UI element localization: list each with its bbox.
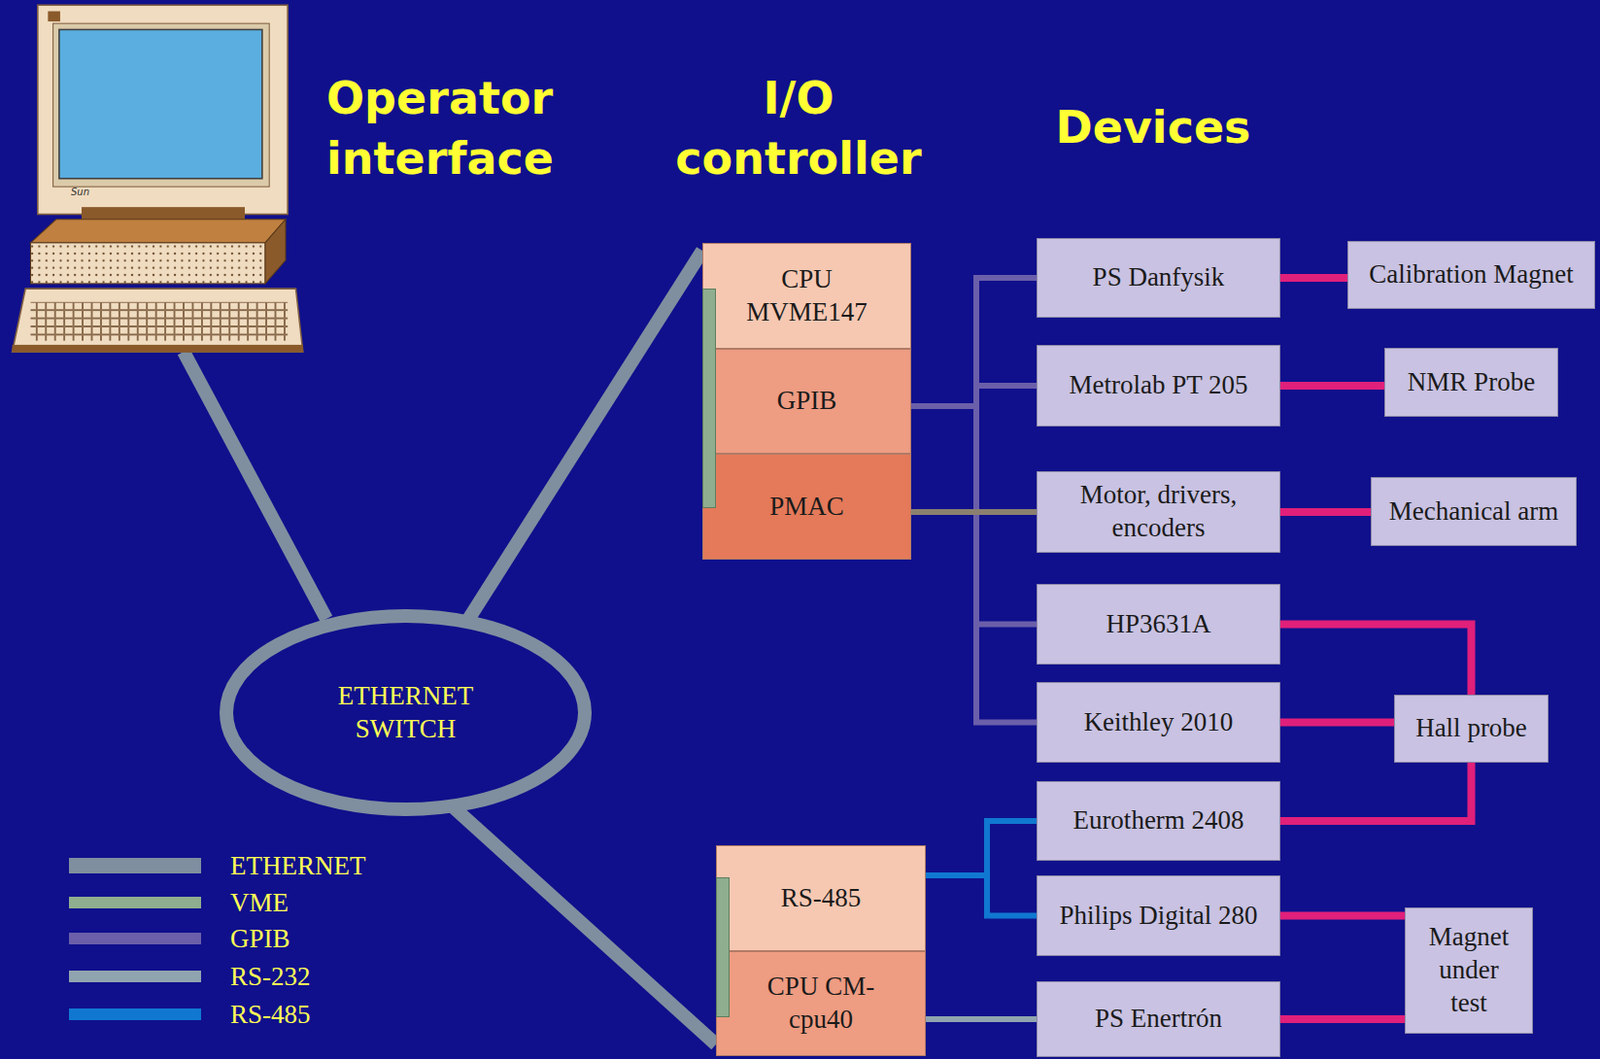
legend-text: RS-485 [230,999,311,1030]
ethernet-link [467,250,703,622]
node-text: Magnet under test [1423,920,1516,1020]
device-box: Keithley 2010 [1036,681,1281,763]
vme-bus-bar [702,288,716,509]
ethernet-link [451,806,716,1045]
node-text: PMAC [769,490,845,524]
target-box: Calibration Magnet [1347,240,1596,309]
section-heading: I/O controller [652,68,945,189]
vme-bus-bar [715,877,730,1018]
node-text: NMR Probe [1407,366,1535,400]
node-text: CPU CM-cpu40 [752,970,889,1037]
device-box: Metrolab PT 205 [1036,344,1281,427]
legend-row: RS-485 [68,996,311,1032]
legend-swatch [68,857,202,874]
physical-link [1280,762,1472,821]
legend-swatch [68,932,202,945]
physical-link [1280,718,1395,727]
legend-row: ETHERNET [68,848,366,884]
workstation-icon [12,4,304,352]
legend-text: RS-232 [230,961,311,992]
node-text: ETHERNET SWITCH [323,680,489,747]
node-text: Keithley 2010 [1084,706,1234,740]
brand-logo: Sun [70,186,110,198]
device-box: Motor, drivers, encoders [1036,471,1281,553]
node-text: CPU MVME147 [734,263,881,330]
motion-link [911,509,1037,515]
node-text: PS Danfysik [1092,261,1226,295]
node-text: Motor, drivers, encoders [1058,478,1259,545]
ethernet-cable [183,351,327,619]
node-text: GPIB [777,384,838,418]
physical-link [1280,508,1371,516]
physical-link [1280,912,1405,920]
node-text: HP3631A [1105,608,1211,642]
physical-link [1280,1015,1405,1023]
device-box: Eurotherm 2408 [1036,781,1281,861]
node-text: RS-485 [781,882,862,916]
cpu-module: CPU MVME147 [702,242,912,349]
ethernet-switch: ETHERNET SWITCH [219,609,592,817]
legend-row: GPIB [68,920,291,956]
pmac-module: PMAC [702,453,912,560]
device-box: Philips Digital 280 [1036,875,1281,956]
gpib-module: GPIB [702,348,912,454]
node-text: Philips Digital 280 [1058,899,1258,933]
legend-row: RS-232 [68,958,311,994]
device-box: PS Enertrón [1036,981,1281,1057]
node-text: Metrolab PT 205 [1069,369,1249,403]
physical-link [1280,273,1348,282]
section-heading: Devices [1007,97,1299,158]
target-box: Magnet under test [1404,907,1533,1034]
legend-text: GPIB [230,923,291,954]
legend-text: ETHERNET [230,851,366,882]
target-box: NMR Probe [1384,347,1559,417]
rs485-bus [925,820,1037,876]
gpib-bus [911,277,1037,407]
device-box: PS Danfysik [1036,238,1281,318]
gpib-bus [911,406,1037,723]
switch-ring [219,609,592,817]
physical-link [1280,624,1472,696]
target-box: Mechanical arm [1370,476,1577,546]
node-text: Eurotherm 2408 [1072,804,1244,838]
rs232-link [925,1016,1037,1022]
rs485-module: RS-485 [715,845,926,952]
device-box: HP3631A [1036,583,1281,665]
section-heading: Operator interface [326,68,618,189]
legend-swatch [68,896,202,909]
legend-swatch [68,970,202,983]
legend-text: VME [230,887,289,919]
node-text: Hall probe [1415,712,1528,746]
node-text: Calibration Magnet [1368,258,1574,292]
gpib-bus [911,385,1037,407]
node-text: Mechanical arm [1389,495,1560,529]
node-text: PS Enertrón [1094,1002,1223,1036]
target-box: Hall probe [1394,694,1549,763]
rs485-bus [925,875,1037,917]
legend-swatch [68,1008,202,1021]
physical-link [1280,381,1385,390]
cpu-module: CPU CM-cpu40 [715,951,926,1056]
legend-row: VME [68,885,289,920]
